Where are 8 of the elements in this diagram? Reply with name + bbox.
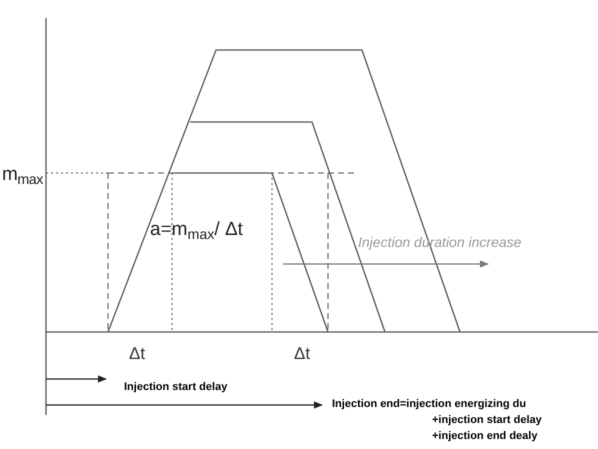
measure-label: +injection end dealy (432, 430, 538, 444)
measure-label: Injection end=injection energizing du (332, 398, 526, 412)
measure-label: +injection start delay (432, 414, 542, 428)
measure-label: Injection start delay (124, 381, 228, 395)
formula-label: a=m$_{max}$/ Δt (150, 218, 243, 242)
delta-t-label: Δt (129, 343, 146, 364)
delta-t-label: Δt (294, 343, 310, 364)
axis-label: m$_{max}$ (2, 163, 43, 187)
